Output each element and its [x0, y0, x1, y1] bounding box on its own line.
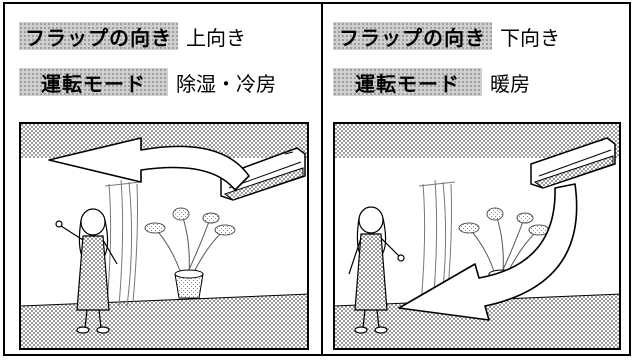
flap-row: フラップの向き 上向き	[19, 22, 246, 50]
floor	[21, 294, 307, 348]
mode-row: 運転モード 暖房	[333, 68, 530, 96]
curtain-icon	[104, 179, 142, 307]
air-conditioner-icon	[530, 137, 616, 189]
room-scene	[21, 124, 307, 348]
illustration-heating	[333, 122, 621, 350]
panel-heating: フラップの向き 下向き 運転モード 暖房	[323, 4, 629, 354]
panel-cooling: フラップの向き 上向き 運転モード 除湿・冷房	[5, 4, 321, 354]
diagram-frame: フラップの向き 上向き 運転モード 除湿・冷房	[3, 2, 631, 356]
mode-value: 暖房	[490, 71, 530, 96]
mode-row: 運転モード 除湿・冷房	[19, 68, 276, 96]
girl-figure-icon	[348, 206, 405, 334]
mode-label: 運転モード	[333, 68, 482, 96]
flap-value: 下向き	[500, 25, 560, 50]
curtain-icon	[418, 179, 456, 307]
flap-value: 上向き	[186, 25, 246, 50]
potted-plant-icon	[144, 207, 236, 299]
airflow-arrow-icon	[48, 137, 250, 191]
mode-label: 運転モード	[19, 68, 168, 96]
mode-value: 除湿・冷房	[176, 71, 276, 96]
panel-divider	[321, 4, 323, 354]
airflow-arrow-icon	[398, 183, 578, 321]
room-scene	[335, 124, 619, 348]
flap-label: フラップの向き	[333, 22, 492, 50]
flap-row: フラップの向き 下向き	[333, 22, 560, 50]
flap-label: フラップの向き	[19, 22, 178, 50]
illustration-cooling	[19, 122, 309, 350]
girl-figure-icon	[55, 208, 118, 334]
